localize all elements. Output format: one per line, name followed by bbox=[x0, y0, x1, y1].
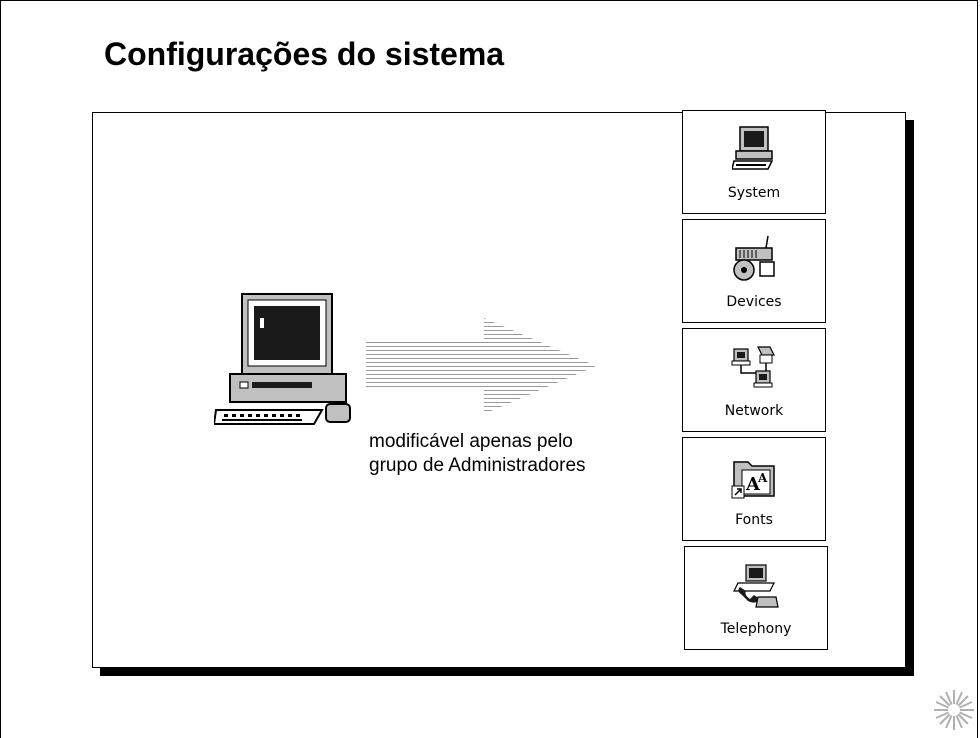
devices-icon bbox=[733, 235, 775, 281]
applet-telephony[interactable]: Telephony bbox=[684, 546, 828, 650]
telephony-icon bbox=[733, 564, 779, 608]
caption-line-1: modificável apenas pelo bbox=[369, 431, 573, 452]
applet-label: Fonts bbox=[735, 512, 773, 528]
fonts-folder-icon: A A bbox=[731, 461, 775, 499]
svg-text:A: A bbox=[745, 474, 761, 495]
applet-devices[interactable]: Devices bbox=[682, 219, 826, 323]
network-icon bbox=[731, 346, 775, 388]
applet-fonts[interactable]: A A Fonts bbox=[682, 437, 826, 541]
applet-network[interactable]: Network bbox=[682, 328, 826, 432]
computer-icon bbox=[214, 293, 351, 425]
applet-label: Network bbox=[724, 403, 784, 419]
computer-icon bbox=[732, 126, 774, 170]
svg-text:A: A bbox=[757, 471, 768, 485]
applet-label: System bbox=[727, 185, 781, 201]
applet-system[interactable]: System bbox=[682, 110, 826, 214]
permission-caption: modificável apenas pelo grupo de Adminis… bbox=[369, 430, 586, 478]
corner-logo-icon bbox=[934, 690, 974, 730]
applet-label: Telephony bbox=[720, 621, 792, 637]
arrow-right-icon bbox=[366, 318, 596, 414]
applet-label: Devices bbox=[726, 294, 782, 310]
slide-title: Configurações do sistema bbox=[104, 36, 505, 72]
caption-line-2: grupo de Administradores bbox=[369, 455, 586, 476]
